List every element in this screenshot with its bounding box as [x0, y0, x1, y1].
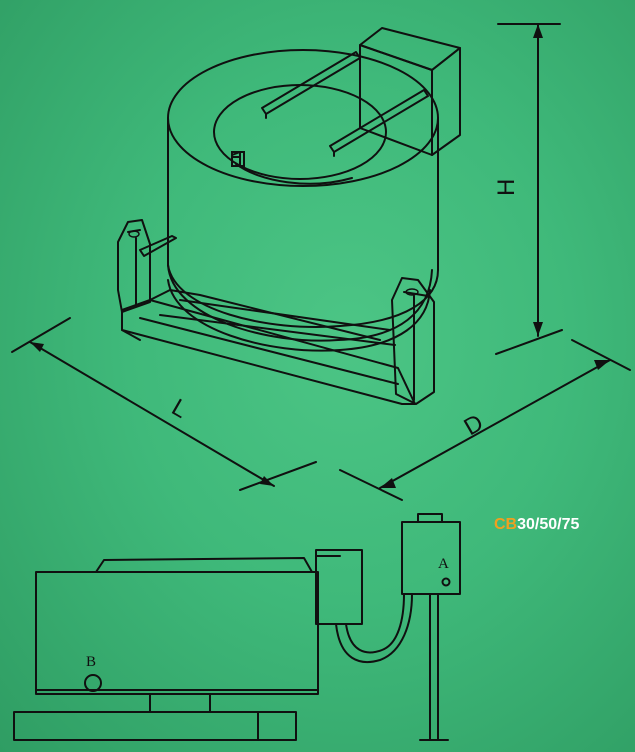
model-prefix: CB	[494, 516, 518, 533]
model-suffix: 30/50/75	[517, 516, 580, 533]
isometric-view	[117, 27, 461, 405]
drum-base-ring	[167, 264, 433, 352]
base-frame	[121, 289, 416, 405]
leg-left	[117, 219, 151, 313]
motor-box	[359, 27, 461, 156]
dimension-h-label: H	[493, 179, 520, 196]
dimension-l-label: L	[167, 394, 192, 424]
dimension-d-label: D	[460, 409, 489, 441]
side-view: B	[13, 549, 363, 741]
label-b: B	[86, 654, 96, 670]
dimension-length: L	[11, 317, 317, 491]
model-number: CB30/50/75	[494, 516, 579, 534]
lid-handles	[261, 51, 429, 157]
drum	[167, 49, 439, 328]
label-a: A	[438, 556, 449, 572]
control-box: A	[335, 513, 461, 741]
dimension-height: H	[493, 23, 563, 355]
side-rail	[139, 235, 177, 291]
